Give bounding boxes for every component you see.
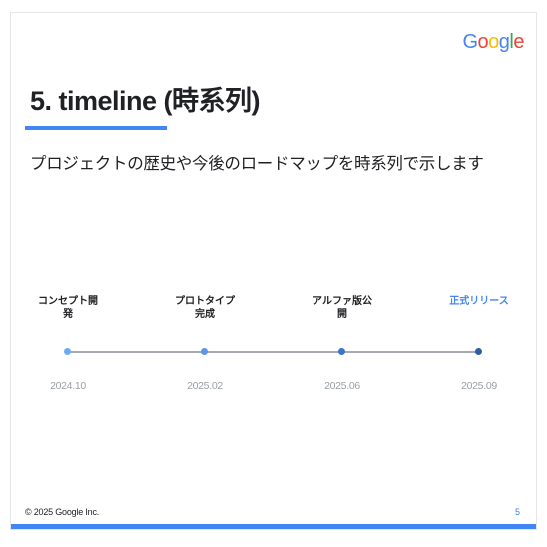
logo-letter: e	[513, 31, 524, 53]
timeline-line	[68, 351, 479, 353]
logo-letter: o	[488, 31, 499, 53]
slide: Google 5. timeline (時系列) プロジェクトの歴史や今後のロー…	[10, 12, 537, 530]
timeline-date: 2025.09	[461, 380, 497, 392]
title-underline	[25, 126, 167, 130]
logo-letter: g	[498, 31, 510, 53]
timeline-date: 2025.06	[324, 380, 360, 392]
footer-accent-bar	[11, 524, 536, 529]
timeline-label: プロトタイプ完成	[175, 296, 235, 320]
google-logo: Google	[462, 31, 524, 54]
timeline-label: アルファ版公開	[312, 296, 372, 320]
timeline-dot	[64, 348, 71, 355]
slide-subtitle: プロジェクトの歴史や今後のロードマップを時系列で示します	[30, 155, 484, 173]
logo-letter: G	[462, 31, 478, 53]
slide-title: 5. timeline (時系列)	[30, 86, 261, 116]
timeline-date: 2025.02	[187, 380, 223, 392]
timeline-label: 正式リリース	[449, 296, 509, 307]
timeline-dot	[338, 348, 345, 355]
timeline-dot	[201, 348, 208, 355]
timeline-date: 2024.10	[50, 380, 86, 392]
footer-copyright: © 2025 Google Inc.	[25, 507, 100, 517]
logo-letter: o	[477, 31, 489, 53]
logo-letter: l	[509, 31, 514, 53]
timeline-label: コンセプト開発	[38, 296, 98, 320]
timeline-dot	[475, 348, 482, 355]
page-number: 5	[514, 507, 520, 517]
